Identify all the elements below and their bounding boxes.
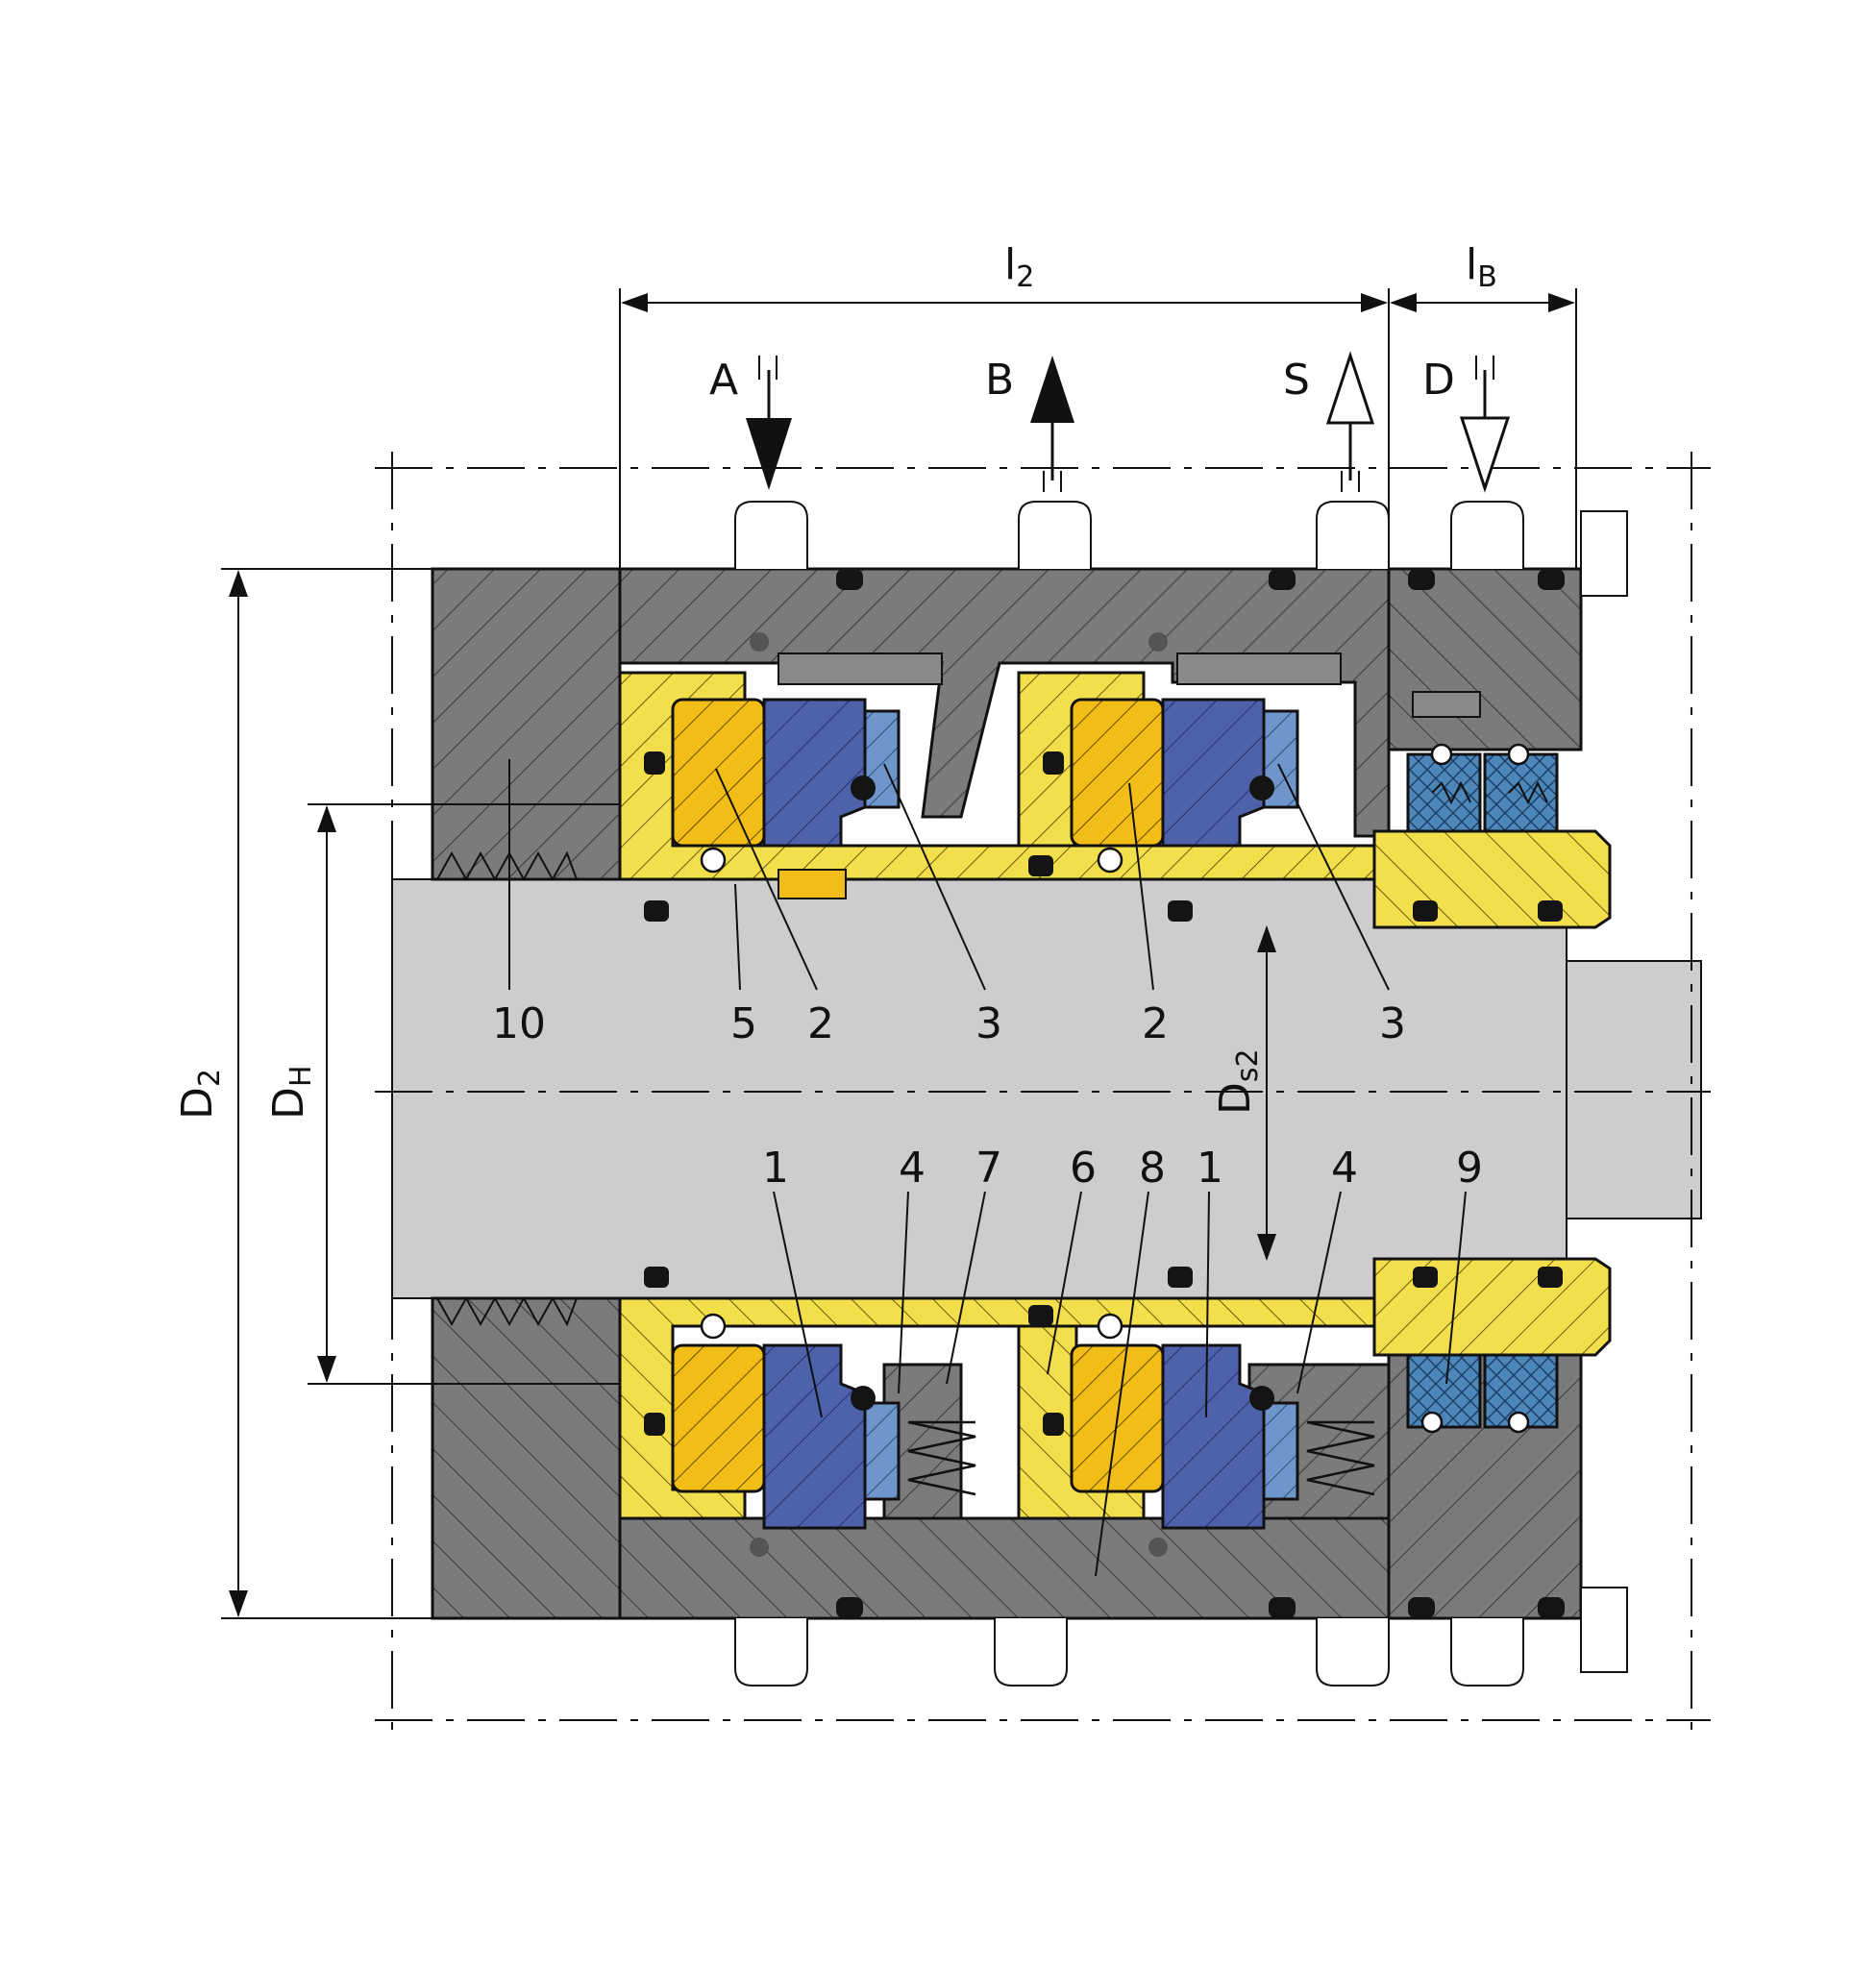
port-S-arrow [1325,351,1375,492]
drive-pins [778,653,1481,718]
callout-1-left: 1 [762,1144,789,1193]
label-D2: D2 [173,1069,227,1120]
callout-leaders [508,759,1467,1577]
callout-5: 5 [730,999,757,1048]
port-S-label: S [1283,356,1310,405]
callout-2-left: 2 [807,999,834,1048]
label-Ds2: Ds2 [1211,1048,1265,1115]
port-B-label: B [985,356,1014,405]
callout-3-right: 3 [1379,999,1406,1048]
port-A-arrow [746,356,792,490]
dimension-l2 [619,288,1577,569]
small-o-rings-white [700,743,1530,1434]
port-bosses-top [734,501,1628,597]
port-D-arrow [1459,356,1511,493]
shaft [391,878,1702,1299]
port-A-label: A [709,356,738,405]
callout-4-right: 4 [1331,1144,1358,1193]
dimension-D2 [221,568,432,1619]
seal-seats [671,698,1165,1493]
label-lB: lB [1466,240,1497,294]
callout-1-right: 1 [1197,1144,1223,1193]
left-housing-part-10 [431,567,622,1620]
callout-8: 8 [1139,1144,1166,1193]
callout-10: 10 [492,999,546,1048]
label-DH: DH [264,1066,318,1120]
port-bosses-bottom [734,1587,1628,1687]
callout-7: 7 [975,1144,1002,1193]
callout-3-left: 3 [975,999,1002,1048]
callout-2-right: 2 [1142,999,1169,1048]
port-B-arrow [1030,356,1074,492]
springs [907,1420,1375,1496]
o-rings [644,569,1565,1618]
dimension-DH [308,803,620,1385]
label-l2: l2 [1004,240,1034,294]
seal-faces [762,698,1266,1530]
port-D-label: D [1422,356,1455,405]
callout-9: 9 [1456,1144,1483,1193]
callout-6: 6 [1070,1144,1097,1193]
callout-4-left: 4 [899,1144,926,1193]
